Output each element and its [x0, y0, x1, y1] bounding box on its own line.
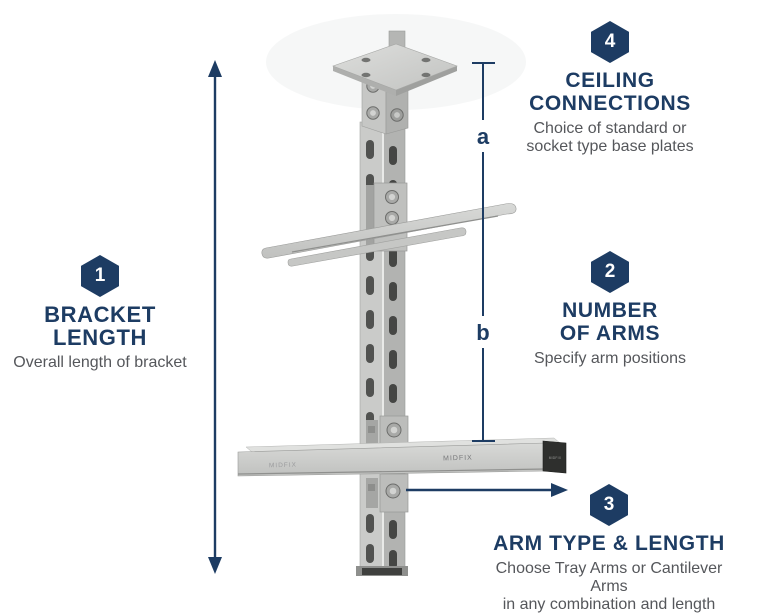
callout-number: 4: [604, 31, 616, 52]
callout-title-line1: NUMBER: [562, 299, 658, 322]
hexagon-badge-3: 3: [590, 484, 628, 526]
bracket-length-arrow: [208, 60, 222, 574]
callout-ceiling-connections: 4 CEILING CONNECTIONS Choice of standard…: [510, 21, 710, 156]
arm-endcap-branding: MIDFIX: [549, 456, 562, 460]
hexagon-badge-2: 2: [591, 251, 629, 293]
arm-branding-left: MIDFIX: [269, 462, 297, 470]
arm-end-cap: MIDFIX: [542, 440, 567, 474]
channel-foot: [356, 566, 408, 576]
callout-number: 3: [603, 494, 615, 515]
lower-cantilever-arm: MIDFIX MIDFIX MIDFIX: [237, 437, 567, 477]
arrow-right-head: [551, 483, 568, 497]
callout-title: NUMBER OF ARMS: [510, 299, 710, 345]
dimension-label-b: b: [476, 320, 489, 345]
callout-title-line2: CONNECTIONS: [529, 92, 691, 115]
hexagon-badge-4: 4: [591, 21, 629, 63]
upper-tray-arm: [261, 203, 517, 267]
lower-arm-bracket: [366, 415, 409, 513]
callout-desc-line1: Choose Tray Arms or Cantilever Arms: [495, 560, 723, 595]
callout-desc-line1: Choice of standard or: [533, 120, 687, 137]
callout-description: Overall length of bracket: [13, 354, 187, 371]
hexagon-badge-1: 1: [81, 255, 119, 297]
callout-title-line2: OF ARMS: [559, 322, 661, 345]
callout-desc-line2: socket type base plates: [526, 138, 694, 155]
callout-desc-line2: in any combination and length: [502, 596, 716, 613]
arrow-up-head: [208, 60, 222, 77]
upper-arm-bracket: [366, 182, 408, 252]
arrow-down-head: [208, 557, 222, 574]
callout-number: 1: [94, 265, 106, 286]
callout-title: BRACKET LENGTH: [44, 302, 156, 350]
callout-number-of-arms: 2 NUMBER OF ARMS Specify arm positions: [510, 251, 710, 368]
callout-description: Specify arm positions: [533, 350, 687, 367]
callout-description: Choose Tray Arms or Cantilever Arms in a…: [478, 560, 740, 614]
callout-bracket-length: 1 BRACKET LENGTH Overall length of brack…: [0, 255, 200, 372]
ceiling-plate: [332, 30, 458, 96]
callout-description: Choice of standard or socket type base p…: [510, 120, 710, 156]
callout-title: ARM TYPE & LENGTH: [493, 532, 725, 555]
dimension-label-a: a: [477, 124, 490, 149]
callout-title-line1: CEILING: [565, 69, 655, 92]
callout-title: CEILING CONNECTIONS: [510, 69, 710, 115]
callout-arm-type-length: 3 ARM TYPE & LENGTH Choose Tray Arms or …: [478, 484, 740, 614]
arm-direction-arrow: [406, 483, 568, 497]
arm-branding-right: MIDFIX: [443, 455, 473, 463]
plate-holes: [361, 57, 431, 78]
dimension-line-ab: [472, 62, 495, 442]
callout-number: 2: [604, 261, 616, 282]
